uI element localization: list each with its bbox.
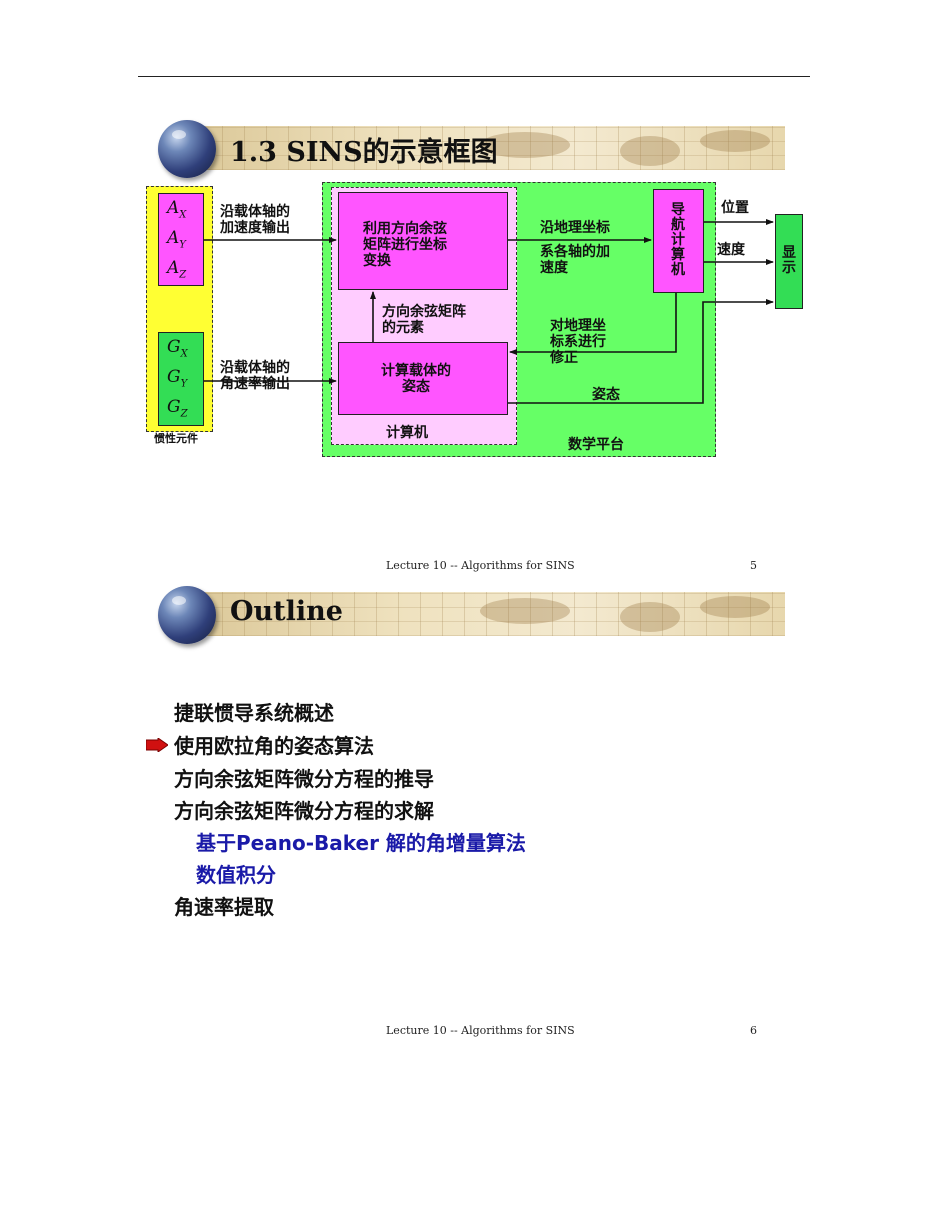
header-rule bbox=[138, 76, 810, 77]
geo-accel-label-1: 沿地理坐标 bbox=[540, 220, 610, 236]
inertial-elements-label: 惯性元件 bbox=[154, 432, 198, 445]
slide-title: Outline bbox=[230, 596, 343, 627]
gyro-z-symbol: GZ bbox=[167, 397, 188, 420]
velocity-label: 速度 bbox=[717, 242, 745, 258]
accel-x-symbol: AX bbox=[167, 198, 187, 221]
gyro-y-symbol: GY bbox=[167, 367, 188, 390]
outline-item-current: 使用欧拉角的姿态算法 bbox=[174, 734, 374, 758]
world-map-background bbox=[200, 592, 785, 636]
diagram-connectors bbox=[204, 219, 774, 404]
geo-accel-label-2: 系各轴的加 速度 bbox=[540, 244, 610, 276]
outline-item: 角速率提取 bbox=[174, 895, 274, 919]
nav-computer-label: 导航计算机 bbox=[671, 202, 685, 278]
computer-label: 计算机 bbox=[386, 425, 428, 441]
position-label: 位置 bbox=[721, 200, 749, 216]
outline-subitem: 数值积分 bbox=[196, 863, 276, 887]
slide-footer-lecture: Lecture 10 -- Algorithms for SINS bbox=[386, 559, 575, 572]
world-map-background bbox=[200, 126, 785, 170]
slide-title-banner: Outline bbox=[158, 586, 785, 644]
gyroscope-box: GX GY GZ bbox=[158, 332, 204, 426]
outline-item: 方向余弦矩阵微分方程的求解 bbox=[174, 799, 434, 823]
accelerometer-box: AX AY AZ bbox=[158, 193, 204, 286]
dcm-elements-label: 方向余弦矩阵 的元素 bbox=[382, 304, 466, 336]
globe-icon bbox=[158, 120, 216, 178]
slide-title: 1.3 SINS的示意框图 bbox=[230, 137, 498, 168]
attitude-calc-label: 计算载体的 姿态 bbox=[381, 363, 451, 395]
attitude-arrow bbox=[508, 299, 774, 404]
current-item-arrow-icon bbox=[146, 738, 168, 752]
slide-footer-page: 6 bbox=[750, 1024, 757, 1037]
nav-computer-block bbox=[653, 189, 704, 293]
outline-subitem: 基于Peano-Baker 解的角增量算法 bbox=[196, 831, 526, 855]
correction-label: 对地理坐 标系进行 修正 bbox=[550, 318, 606, 366]
slide-footer-lecture: Lecture 10 -- Algorithms for SINS bbox=[386, 1024, 575, 1037]
math-platform-label: 数学平台 bbox=[568, 437, 624, 453]
dcm-transform-block bbox=[338, 192, 508, 290]
attitude-label: 姿态 bbox=[592, 387, 620, 403]
globe-icon bbox=[158, 586, 216, 644]
slide-title-banner: 1.3 SINS的示意框图 bbox=[158, 120, 785, 178]
correction-arrow bbox=[509, 293, 677, 355]
outline-item: 捷联惯导系统概述 bbox=[174, 701, 334, 725]
outline-item: 方向余弦矩阵微分方程的推导 bbox=[174, 767, 434, 791]
gyro-output-label: 沿载体轴的 角速率输出 bbox=[220, 360, 290, 392]
slide-footer-page: 5 bbox=[750, 559, 757, 572]
attitude-calc-block bbox=[338, 342, 508, 415]
display-label: 显示 bbox=[782, 245, 796, 276]
accel-output-label: 沿载体轴的 加速度输出 bbox=[220, 204, 290, 236]
gyro-x-symbol: GX bbox=[167, 337, 188, 360]
accel-y-symbol: AY bbox=[167, 228, 186, 251]
dcm-transform-label: 利用方向余弦 矩阵进行坐标 变换 bbox=[363, 221, 447, 269]
display-block bbox=[775, 214, 803, 309]
accel-z-symbol: AZ bbox=[167, 258, 187, 281]
